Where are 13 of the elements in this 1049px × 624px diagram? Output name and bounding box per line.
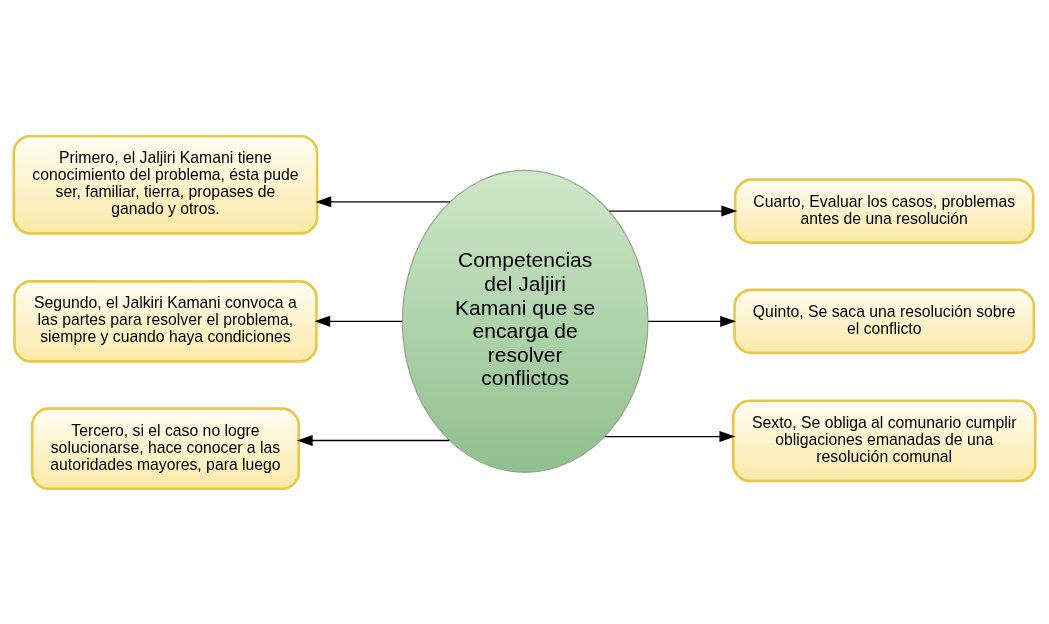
arrow (608, 205, 738, 217)
arrow (314, 315, 404, 327)
node-box: Segundo, el Jalkiri Kamani convoca a las partes para resolver el problema, siempre y cuando haya condiciones (13, 279, 318, 363)
arrow (647, 315, 736, 327)
node-box: Cuarto, Evaluar los casos, problemas antes de una resolución (733, 177, 1035, 244)
node-box: Quinto, Se saca una resolución sobre el conflicto (733, 288, 1036, 354)
node-box: Sexto, Se obliga al comunario cumplir obligaciones emanadas de una resolución comunal (731, 398, 1037, 482)
arrow (315, 195, 451, 207)
node-ellipse: Competencias del Jaljiri Kamani que se encarga de resolver conflictos (401, 169, 649, 473)
node-box: Tercero, si el caso no logre solucionarse, hace conocer a las autoridades mayores, para luego (30, 406, 300, 490)
arrow (296, 434, 451, 446)
arrow (604, 430, 736, 442)
node-box: Primero, el Jaljiri Kamani tiene conocimiento del problema, ésta pude ser, familiar, tierra, propases de ganado y otros. (12, 134, 319, 235)
